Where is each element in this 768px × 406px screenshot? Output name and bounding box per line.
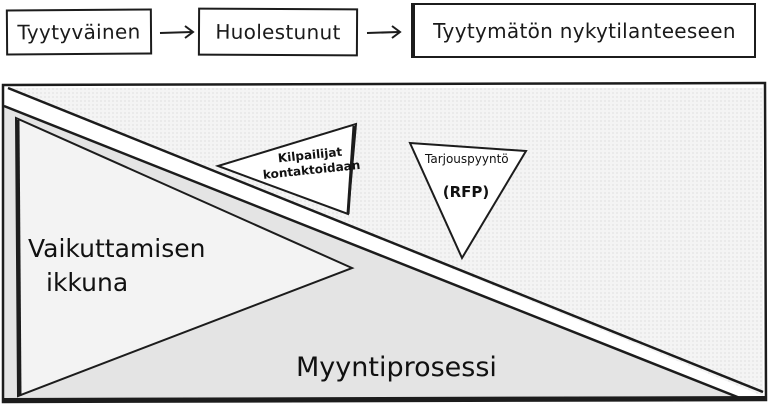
stage-box-dissatisfied: Tyytymätön nykytilanteeseen [411,3,756,58]
sales-process-label: Myyntiprosessi [296,352,497,383]
arrow-right-icon [159,25,195,39]
influence-window-label: Vaikuttamisen ikkuna [28,232,205,300]
diagonal-line-lower [3,104,746,402]
rfp-abbrev-label: (RFP) [442,183,490,201]
influence-window-line2: ikkuna [46,268,129,297]
rfp-triangle [408,141,528,261]
arrow-right-icon [366,25,402,39]
influence-window-triangle [14,116,355,398]
rfp-title-label: Tarjouspyyntö [425,152,509,166]
influence-window-line1: Vaikuttamisen [28,234,206,263]
diagonal-line-upper [7,86,764,394]
stage-label-dissatisfied: Tyytymätön nykytilanteeseen [433,18,736,43]
